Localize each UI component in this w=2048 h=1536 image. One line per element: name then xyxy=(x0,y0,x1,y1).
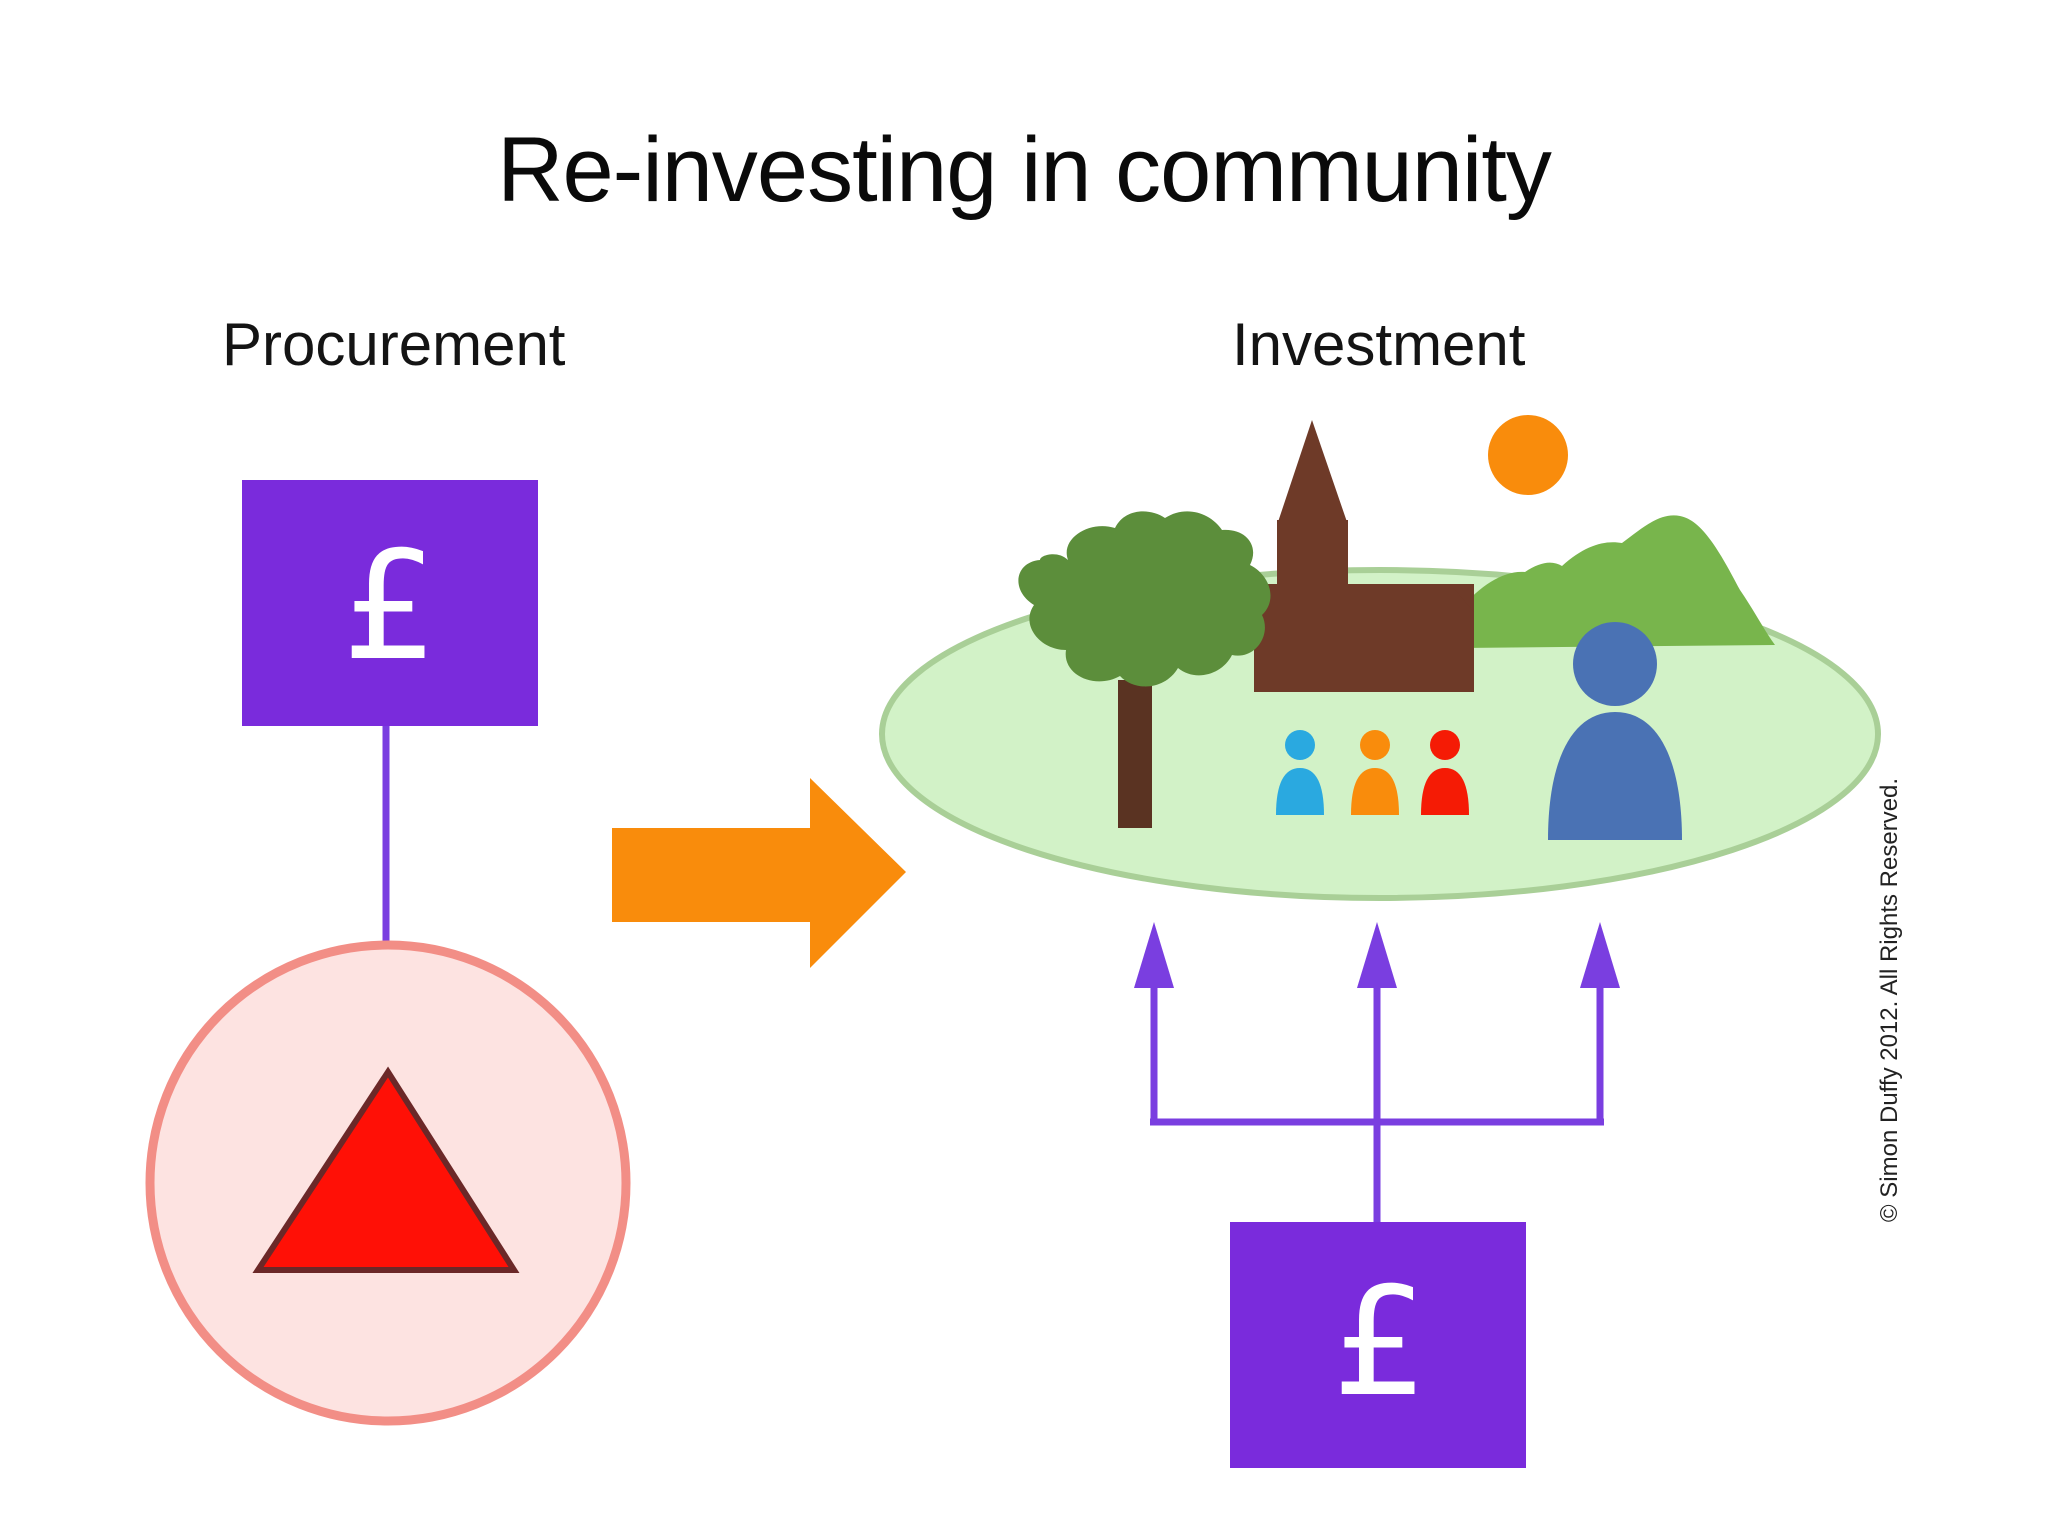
procurement-money-box xyxy=(242,480,538,726)
hills-icon xyxy=(1460,515,1775,648)
investment-arrow-head-left xyxy=(1134,922,1174,988)
page-title: Re-investing in community xyxy=(497,119,1552,221)
big-transition-arrow xyxy=(612,778,906,968)
investment-arrow-head-center xyxy=(1357,922,1397,988)
person-icon xyxy=(1548,622,1682,840)
sun-icon xyxy=(1488,415,1568,495)
investment-arrows xyxy=(1150,970,1604,1223)
investment-heading: Investment xyxy=(1232,311,1526,378)
triangle-icon xyxy=(252,1066,520,1273)
tree-icon xyxy=(1018,511,1271,828)
investment-money-box xyxy=(1230,1222,1526,1468)
copyright-text: © Simon Duffy 2012. All Rights Reserved. xyxy=(1876,777,1903,1223)
pound-icon: £ xyxy=(1332,1256,1428,1430)
pound-icon: £ xyxy=(342,520,438,694)
church-icon xyxy=(1254,420,1474,692)
investment-arrow-head-right xyxy=(1580,922,1620,988)
child-figures xyxy=(1276,730,1469,815)
procurement-heading: Procurement xyxy=(222,311,566,378)
